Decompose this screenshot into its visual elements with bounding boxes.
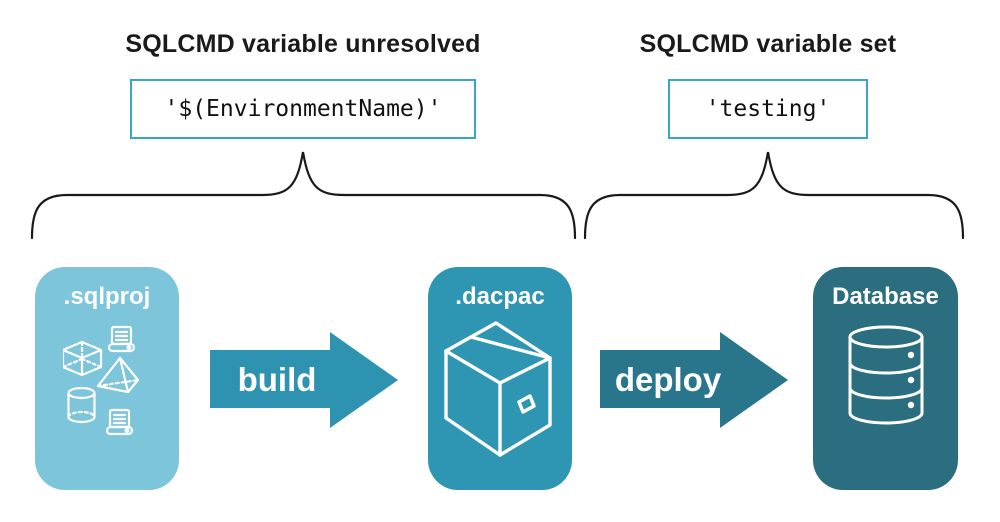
node-database: Database — [813, 267, 958, 490]
scroll-icon — [107, 325, 136, 353]
node-sqlproj-label: .sqlproj — [63, 283, 151, 310]
cube-icon — [63, 340, 103, 377]
value-box-unresolved: '$(EnvironmentName)' — [130, 79, 476, 139]
node-dacpac: .dacpac — [428, 267, 572, 490]
heading-set: SQLCMD variable set — [639, 30, 897, 58]
database-stack-icon — [848, 325, 924, 425]
left-curly-brace — [30, 151, 577, 240]
scroll-icon — [105, 408, 134, 436]
deploy-arrow-label: deploy — [614, 361, 722, 398]
value-set: 'testing' — [705, 96, 831, 122]
value-unresolved: '$(EnvironmentName)' — [164, 96, 442, 122]
heading-unresolved: SQLCMD variable unresolved — [125, 30, 481, 58]
right-curly-brace — [583, 151, 965, 240]
value-box-set: 'testing' — [668, 79, 868, 139]
pyramid-icon — [96, 356, 140, 394]
node-database-label: Database — [832, 283, 939, 310]
deploy-arrow — [600, 332, 788, 428]
build-arrow-label: build — [237, 361, 317, 398]
package-box-icon — [444, 321, 552, 457]
sql-project-objects-icon — [63, 325, 140, 436]
node-sqlproj: .sqlproj — [35, 267, 179, 490]
node-dacpac-label: .dacpac — [455, 283, 545, 310]
build-arrow — [210, 332, 398, 428]
cylinder-icon — [67, 386, 96, 424]
